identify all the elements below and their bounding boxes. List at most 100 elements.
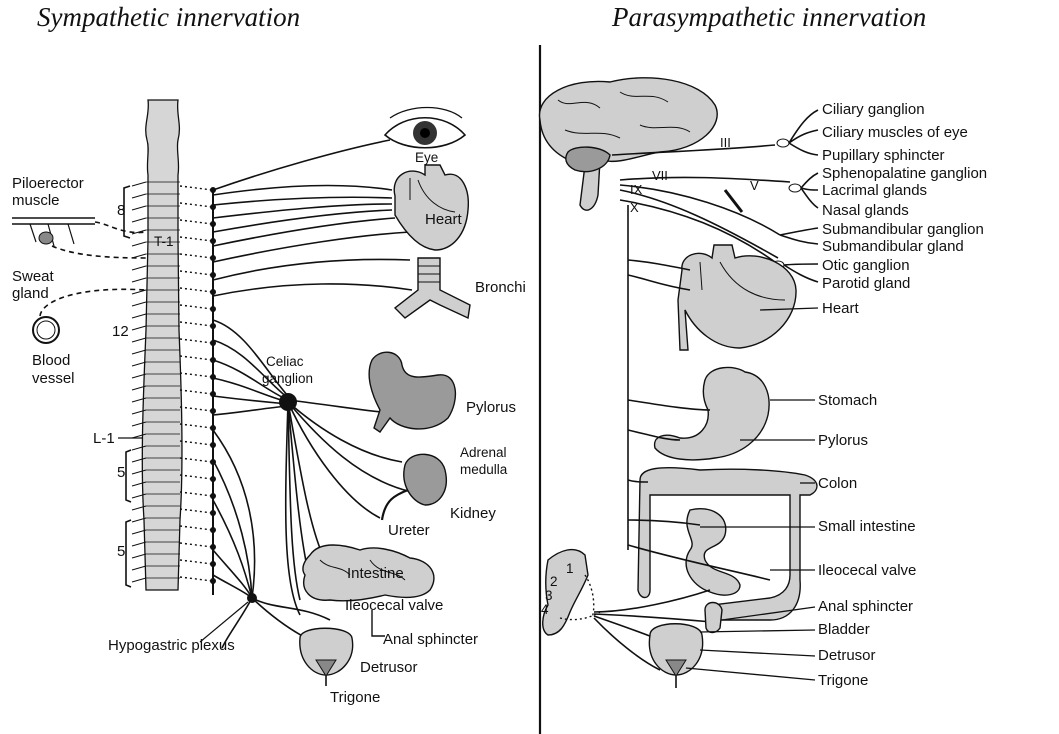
adrenal-label-2: medulla (460, 462, 508, 477)
preganglionic-link (180, 577, 212, 581)
sym-eye-label: Eye (415, 150, 438, 165)
sym-pylorus-label: Pylorus (466, 399, 516, 416)
spinal-root-line (132, 266, 146, 270)
sacral-4: 4 (541, 602, 549, 617)
level-t12: 12 (112, 323, 129, 340)
label-nasal: Nasal glands (822, 202, 909, 219)
sym-trigone-label: Trigone (330, 689, 380, 706)
spinal-root-line (132, 566, 146, 570)
label-submandibular-ganglion: Submandibular ganglion (822, 221, 984, 238)
label-para-pylorus: Pylorus (818, 432, 868, 449)
brain-icon (540, 78, 718, 210)
sym-stomach-icon (369, 352, 455, 432)
level-l1: L-1 (93, 430, 115, 447)
preganglionic-link (180, 475, 212, 479)
sympathetic-title: Sympathetic innervation (37, 2, 300, 32)
preganglionic-link (180, 458, 212, 462)
blood-vessel-fiber (40, 289, 146, 316)
spinal-root-line (132, 362, 146, 366)
spinal-root-line (132, 218, 146, 222)
label-stomach: Stomach (818, 392, 877, 409)
hypogastric-plexus-node (247, 593, 257, 603)
preganglionic-link (180, 560, 212, 564)
para-trigone-leader (686, 668, 815, 680)
label-otic: Otic ganglion (822, 257, 910, 274)
eye-icon (385, 108, 465, 148)
label-sphenopalatine: Sphenopalatine ganglion (822, 165, 987, 182)
label-para-detrusor: Detrusor (818, 647, 876, 664)
preganglionic-link (180, 441, 212, 445)
label-para-ileocecal: Ileocecal valve (818, 562, 916, 579)
cn-V: V (750, 178, 759, 193)
sacral-1: 1 (566, 561, 574, 576)
preganglionic-link (180, 424, 212, 428)
level-l5: 5 (117, 464, 125, 481)
sweat-label-2: gland (12, 285, 49, 302)
skin-with-hair-icon (12, 218, 95, 246)
spinal-root-line (132, 326, 146, 330)
preganglionic-link (180, 288, 212, 292)
spinal-root-line (132, 578, 146, 582)
spinal-root-line (132, 242, 146, 246)
label-para-heart: Heart (822, 300, 860, 317)
celiac-label-2: ganglion (262, 371, 313, 386)
preganglionic-link (180, 526, 212, 530)
spinal-root-line (132, 278, 146, 282)
sym-intestine-label: Intestine (347, 565, 404, 582)
label-bladder: Bladder (818, 621, 870, 638)
spinal-root-line (132, 182, 146, 186)
kidney-label: Kidney (450, 505, 496, 522)
piloerector-fiber (95, 222, 146, 233)
label-pupillary: Pupillary sphincter (822, 147, 945, 164)
preganglionic-link (180, 543, 212, 547)
blood-vessel-icon (33, 317, 59, 343)
preganglionic-link (180, 356, 212, 360)
level-s5: 5 (117, 543, 125, 560)
sweat-label-1: Sweat (12, 268, 55, 285)
sym-bladder-icon (300, 628, 353, 686)
ureter-label: Ureter (388, 522, 430, 539)
sacral-3: 3 (545, 588, 553, 603)
level-t1: T-1 (154, 234, 174, 249)
preganglionic-link (180, 390, 212, 394)
cn-III: III (720, 135, 731, 150)
preganglionic-link (180, 373, 212, 377)
cn-X: X (630, 200, 639, 215)
adrenal-label-1: Adrenal (460, 445, 507, 460)
label-submandibular-gland: Submandibular gland (822, 238, 964, 255)
preganglionic-link (180, 339, 212, 343)
hypogastric-leader (200, 602, 248, 642)
preganglionic-link (180, 492, 212, 496)
blood-label-1: Blood (32, 352, 70, 369)
sym-heart-icon (394, 165, 468, 250)
spinal-root-line (132, 350, 146, 354)
preganglionic-fibers (180, 186, 212, 581)
preganglionic-link (180, 509, 212, 513)
cn-IX: IX (630, 182, 643, 197)
sweat-gland-fiber (52, 246, 146, 258)
para-bladder-icon (649, 624, 702, 688)
kidney-icon (382, 454, 446, 520)
piloerector-label-1: Piloerector (12, 175, 84, 192)
para-anal-icon (705, 603, 722, 633)
l5-bracket (126, 450, 131, 502)
para-detrusor-leader (700, 650, 815, 656)
label-ciliary-ganglion: Ciliary ganglion (822, 101, 925, 118)
preganglionic-link (180, 305, 212, 309)
spinal-root-line (132, 194, 146, 198)
bronchi-label: Bronchi (475, 279, 526, 296)
celiac-ganglion-node (279, 393, 297, 411)
sym-detrusor-label: Detrusor (360, 659, 418, 676)
spinal-root-line (132, 206, 146, 210)
spinal-root-line (132, 302, 146, 306)
spinal-root-line (132, 542, 146, 546)
preganglionic-link (180, 322, 212, 326)
para-colon-icon (638, 468, 817, 620)
label-ciliary-muscles: Ciliary muscles of eye (822, 124, 968, 141)
preganglionic-link (180, 407, 212, 411)
label-para-trigone: Trigone (818, 672, 868, 689)
sym-heart-label: Heart (425, 211, 463, 228)
hypogastric-label: Hypogastric plexus (108, 637, 235, 654)
label-small-intestine: Small intestine (818, 518, 916, 535)
